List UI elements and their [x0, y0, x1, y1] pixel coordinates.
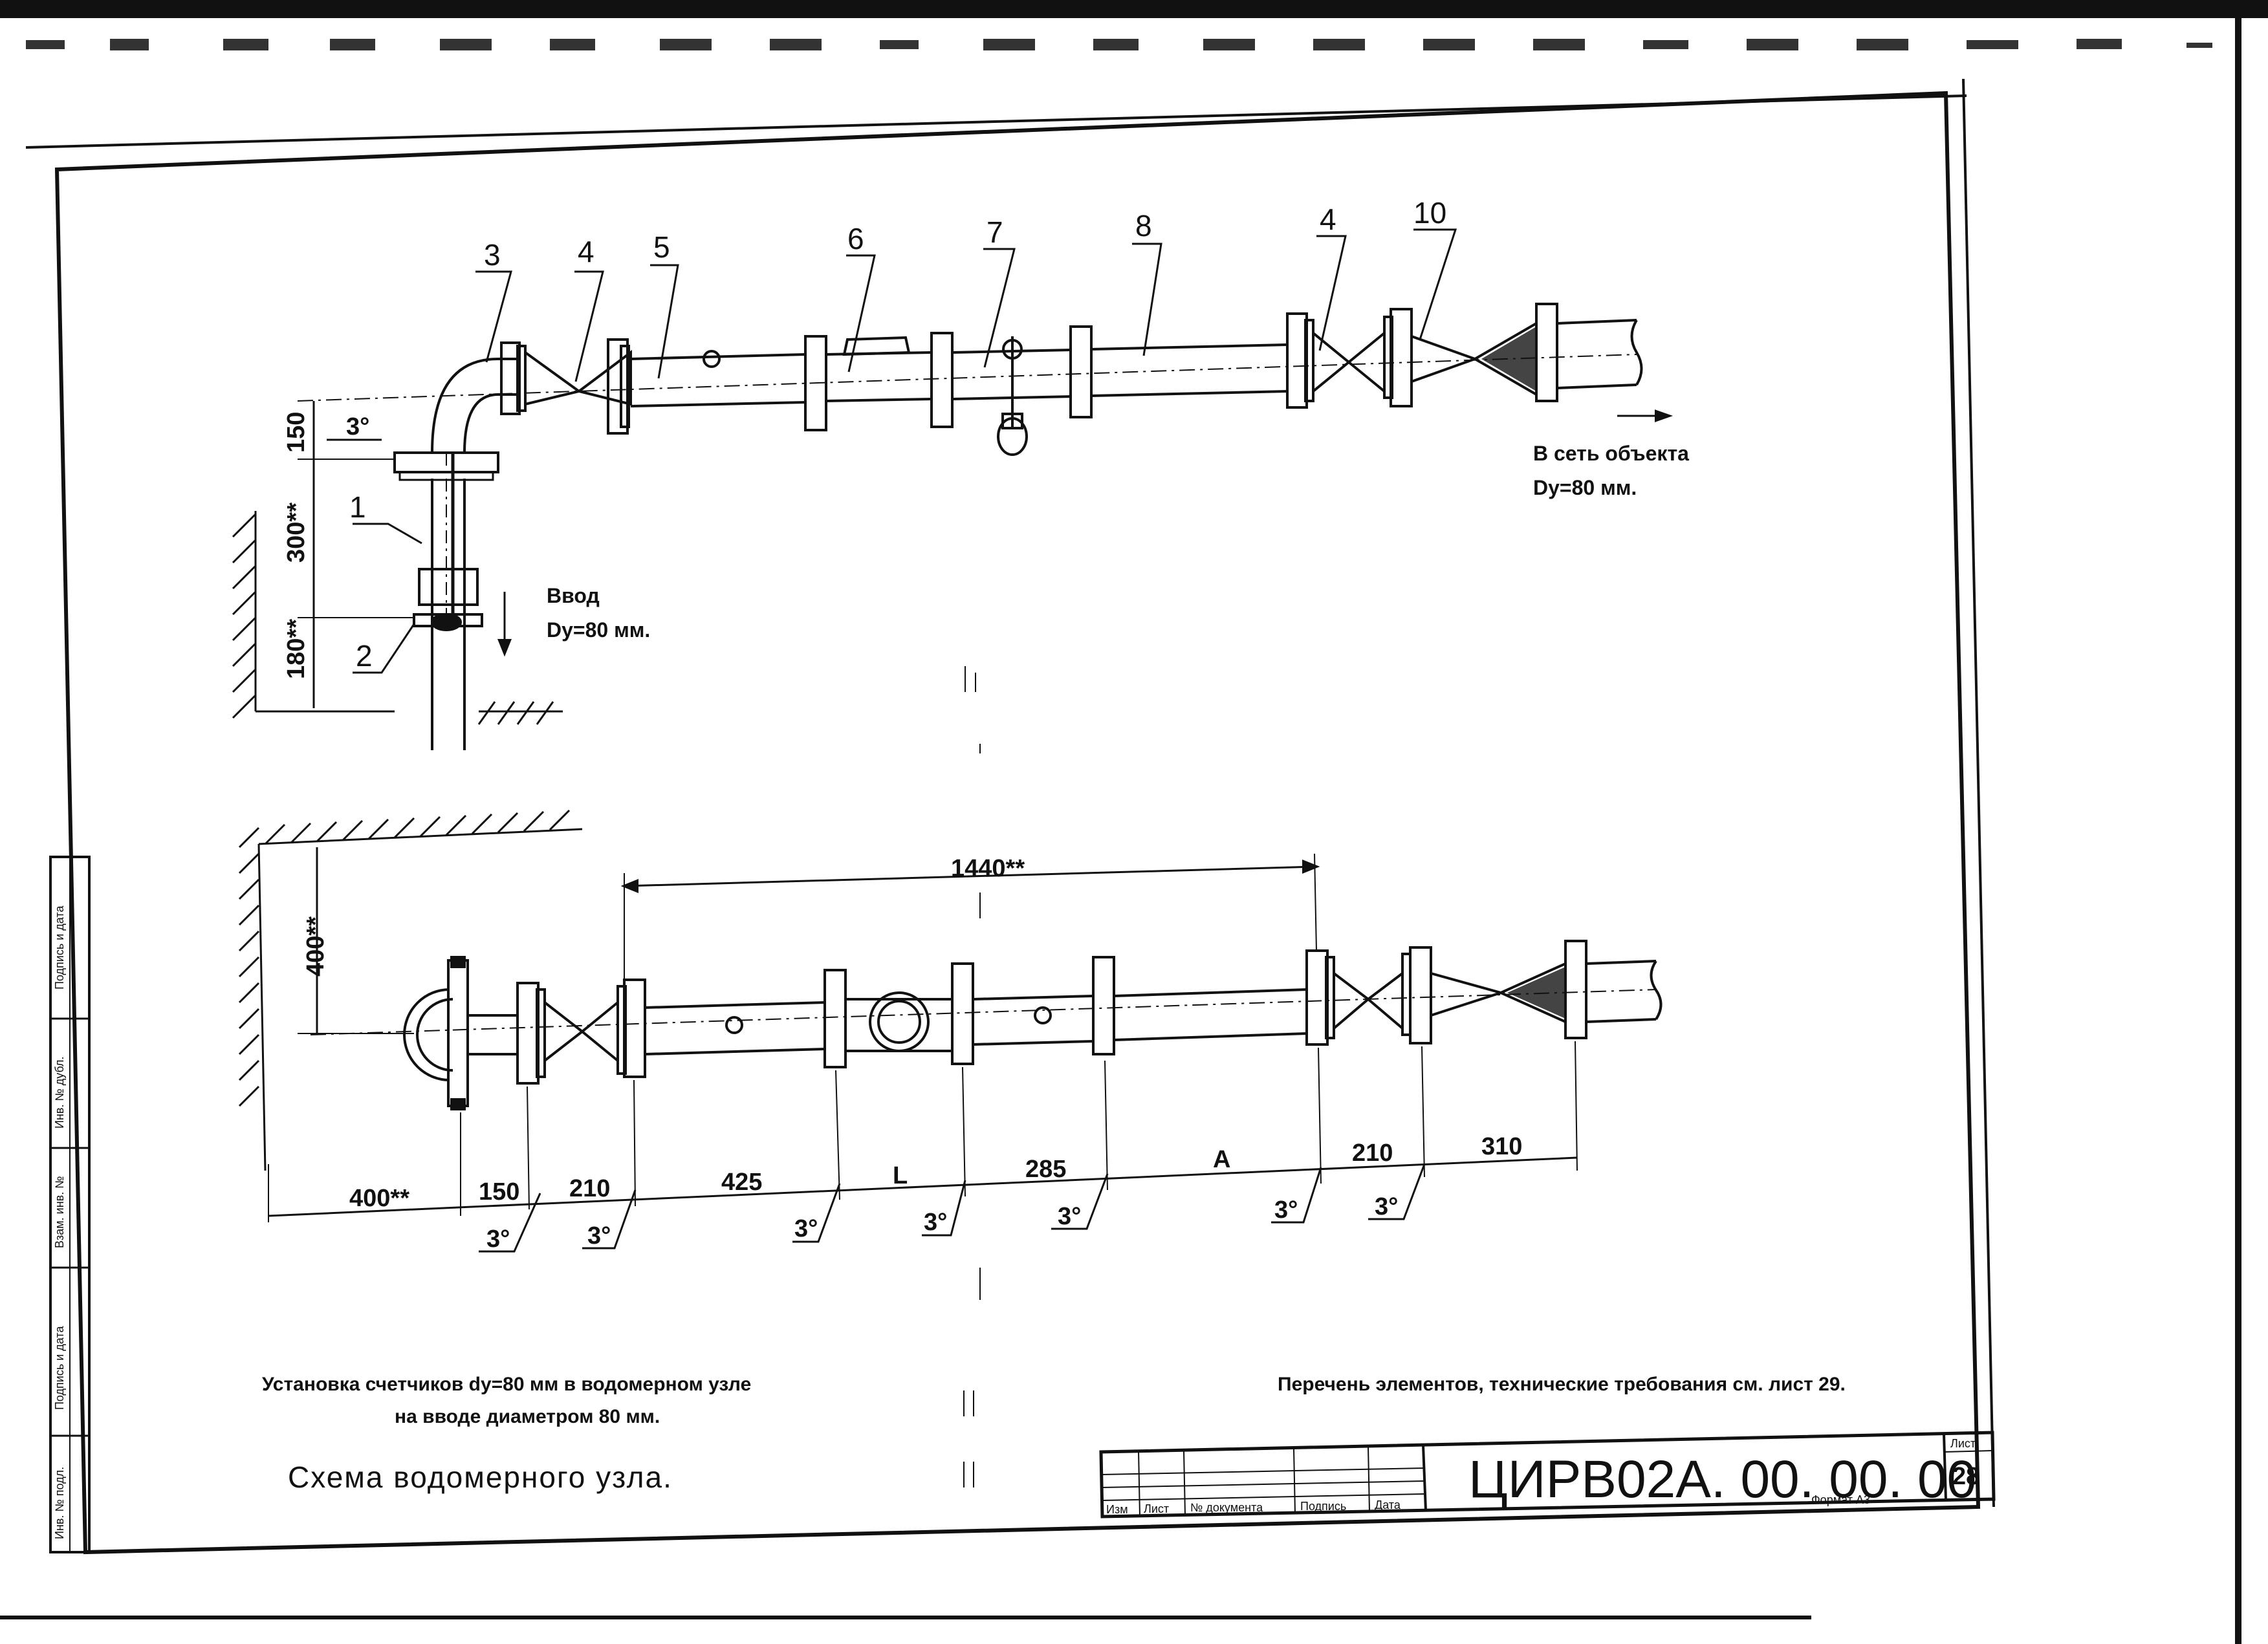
- side-stamp-cell-5: Инв. № подл.: [53, 1467, 66, 1539]
- stamp-col-doc: № документа: [1190, 1501, 1263, 1514]
- title-block: [1099, 1431, 1996, 1519]
- chain-dim-A: A: [1213, 1146, 1230, 1173]
- paper-format: Формат А3: [1811, 1493, 1870, 1506]
- chain-dim-210a: 210: [569, 1175, 610, 1202]
- angle-2: 3°: [587, 1222, 611, 1249]
- dim-300: 300**: [283, 503, 310, 563]
- callout-10: 10: [1413, 196, 1446, 230]
- right-edge-bar: [2235, 0, 2241, 1644]
- outlet-label: В сеть объекта: [1533, 442, 1689, 465]
- angle-3: 3°: [794, 1215, 818, 1242]
- chain-dim-150: 150: [479, 1178, 519, 1206]
- side-stamp: Подпись и дата Инв. № дубл. Взам. инв. №…: [49, 856, 91, 1553]
- main-frame: [54, 91, 1981, 1555]
- stamp-col-date: Дата: [1375, 1498, 1401, 1511]
- outlet-size: Dy=80 мм.: [1533, 476, 1637, 499]
- sheet-label: Лист: [1950, 1437, 1976, 1450]
- bottom-scheme: [238, 809, 1663, 1253]
- reference-note: Перечень элементов, технические требован…: [1278, 1374, 1846, 1395]
- chain-dim-310: 310: [1481, 1133, 1522, 1160]
- callout-3: 3: [484, 238, 501, 272]
- angle-1: 3°: [486, 1226, 510, 1253]
- chain-dim-210b: 210: [1352, 1140, 1393, 1167]
- inlet-label: Ввод: [547, 584, 600, 607]
- side-stamp-cell-3: Взам. инв. №: [53, 1176, 66, 1248]
- inlet-size: Dy=80 мм.: [547, 618, 650, 642]
- callout-6: 6: [847, 222, 864, 255]
- scan-noise-strip: [26, 39, 2212, 50]
- callout-4b: 4: [1320, 202, 1336, 236]
- side-stamp-cell-2: Инв. № дубл.: [53, 1057, 66, 1129]
- bottom-scan-bar: [0, 1616, 1811, 1619]
- side-stamp-cell-1: Подпись и дата: [53, 905, 66, 990]
- drawing-title: Схема водомерного узла.: [288, 1460, 673, 1494]
- angle-6: 3°: [1274, 1196, 1298, 1224]
- chain-dim-400: 400**: [349, 1185, 409, 1212]
- callout-1: 1: [349, 490, 366, 524]
- callout-7: 7: [987, 215, 1003, 249]
- stamp-col-sign: Подпись: [1300, 1500, 1346, 1513]
- document-code: ЦИРВ02А. 00. 00. 00: [1468, 1450, 1976, 1509]
- chain-dim-285: 285: [1025, 1156, 1066, 1183]
- center-axis-marks: [963, 666, 981, 1487]
- dim-1440: 1440**: [951, 855, 1025, 882]
- caption-line-2: на вводе диаметром 80 мм.: [395, 1406, 660, 1427]
- chain-dim-L: L: [893, 1162, 908, 1189]
- top-scan-bar: [0, 0, 2268, 18]
- dim-400-vertical: 400**: [302, 916, 329, 977]
- dim-180: 180**: [283, 619, 310, 679]
- callout-4a: 4: [578, 235, 594, 268]
- angle-5: 3°: [1058, 1203, 1081, 1230]
- stamp-col-izm: Изм: [1106, 1503, 1128, 1516]
- callout-5: 5: [653, 230, 670, 264]
- frame-offset: [1962, 78, 1995, 1508]
- stamp-col-list: Лист: [1144, 1502, 1169, 1515]
- strainer-mesh-1: [1481, 327, 1536, 391]
- angle-top: 3°: [346, 413, 369, 440]
- wall-hatching: [232, 511, 563, 725]
- angle-4: 3°: [924, 1209, 947, 1236]
- callout-2: 2: [356, 639, 373, 673]
- callout-8: 8: [1135, 209, 1152, 243]
- strainer-mesh-2: [1507, 967, 1565, 1019]
- caption-line-1: Установка счетчиков dy=80 мм в водомерно…: [262, 1374, 751, 1395]
- top-scheme: [232, 228, 1674, 750]
- dim-150: 150: [283, 412, 310, 453]
- chain-dim-425: 425: [721, 1169, 762, 1196]
- sheet-number: 28: [1952, 1463, 1979, 1490]
- angle-7: 3°: [1375, 1193, 1398, 1220]
- side-stamp-cell-4: Подпись и дата: [53, 1326, 66, 1410]
